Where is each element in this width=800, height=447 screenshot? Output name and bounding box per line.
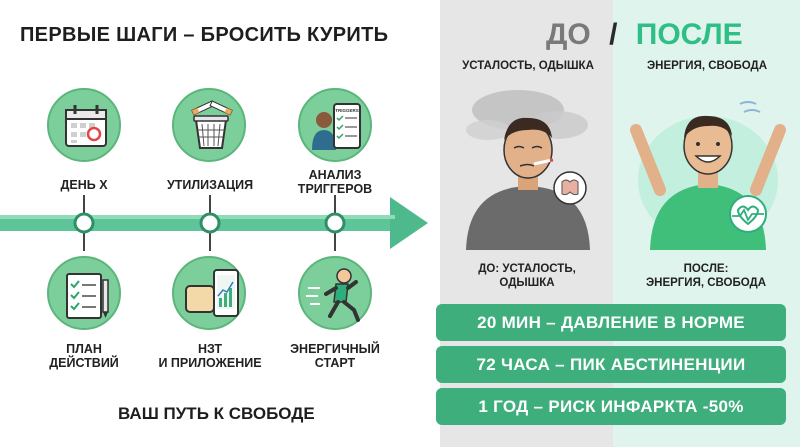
step-label-plan: ПЛАН ДЕЙСТВИЙ <box>49 342 119 370</box>
step-label-line: ПЛАН <box>66 342 102 356</box>
after-word: ПОСЛЕ <box>635 18 743 51</box>
before-word: ДО <box>546 18 591 51</box>
step-label-line: ЭНЕРГИЧНЫЙ <box>290 342 380 356</box>
step-label-line: ДЕЙСТВИЙ <box>49 356 119 370</box>
timeline-node <box>199 212 221 234</box>
timeline-node <box>324 212 346 234</box>
caption-line: ОДЫШКА <box>499 277 555 289</box>
patch-phone-icon <box>172 256 246 330</box>
before-after-title: ДО / ПОСЛЕ <box>546 18 743 52</box>
step-label-line: И ПРИЛОЖЕНИЕ <box>158 356 262 370</box>
svg-text:TRIGGERS: TRIGGERS <box>335 108 359 113</box>
energetic-person-illustration <box>630 101 786 250</box>
before-subtitle: УСТАЛОСТЬ, ОДЫШКА <box>462 60 594 72</box>
calendar-icon <box>47 88 121 162</box>
caption-line: ЭНЕРГИЯ, СВОБОДА <box>645 277 767 289</box>
step-label-line: ТРИГГЕРОВ <box>297 182 373 196</box>
trash-cigarettes-icon <box>172 88 246 162</box>
after-caption: ПОСЛЕ: ЭНЕРГИЯ, СВОБОДА <box>646 262 766 290</box>
step-label-triggers: АНАЛИЗ ТРИГГЕРОВ <box>298 168 372 196</box>
action-plan-icon <box>47 256 121 330</box>
slash: / <box>609 18 618 51</box>
step-label-line: СТАРТ <box>314 356 356 370</box>
fact-bar: 72 ЧАСА – ПИК АБСТИНЕНЦИИ <box>436 346 786 383</box>
timeline-node <box>73 212 95 234</box>
fact-bar: 1 ГОД – РИСК ИНФАРКТА -50% <box>436 388 786 425</box>
step-label-nrt: НЗТ И ПРИЛОЖЕНИЕ <box>158 342 261 370</box>
fact-bar: 20 МИН – ДАВЛЕНИЕ В НОРМЕ <box>436 304 786 341</box>
step-label-line: НЗТ <box>197 342 223 356</box>
after-subtitle: ЭНЕРГИЯ, СВОБОДА <box>646 60 768 72</box>
timeline-arrow <box>0 195 428 251</box>
caption-line: ДО: УСТАЛОСТЬ, <box>478 263 576 275</box>
before-caption: ДО: УСТАЛОСТЬ, ОДЫШКА <box>478 262 576 290</box>
page-title: ПЕРВЫЕ ШАГИ – БРОСИТЬ КУРИТЬ <box>20 24 389 46</box>
step-label-line: АНАЛИЗ <box>308 168 362 182</box>
step-label-disposal: УТИЛИЗАЦИЯ <box>166 178 254 192</box>
runner-icon <box>298 256 372 330</box>
step-label-day-x: ДЕНЬ Х <box>60 178 108 192</box>
triggers-checklist-icon: TRIGGERS <box>298 88 372 162</box>
step-label-energetic-start: ЭНЕРГИЧНЫЙ СТАРТ <box>290 342 380 370</box>
caption-line: ПОСЛЕ: <box>683 263 729 275</box>
tired-smoker-illustration <box>466 90 590 250</box>
bottom-tagline: ВАШ ПУТЬ К СВОБОДЕ <box>118 404 315 423</box>
